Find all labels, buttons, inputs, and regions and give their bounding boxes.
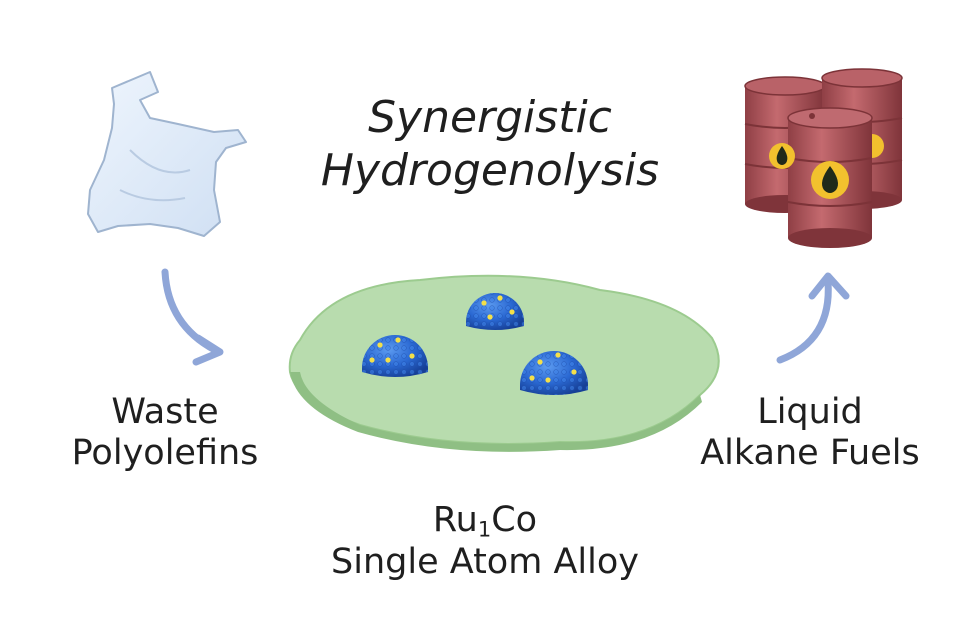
liquid-alkane-fuels-label: Liquid Alkane Fuels xyxy=(660,392,960,475)
alloy-formula-prefix: Ru xyxy=(432,500,478,540)
nanoparticle-icon xyxy=(520,351,588,395)
single-atom-alloy-label: Ru1Co Single Atom Alloy xyxy=(300,500,670,583)
title-line-1: Synergistic xyxy=(368,92,612,143)
waste-polyolefins-label: Waste Polyolefins xyxy=(40,392,290,475)
nanoparticle-icon xyxy=(362,335,428,377)
title-line-2: Hydrogenolysis xyxy=(320,144,660,196)
nanoparticle-icon xyxy=(466,293,524,330)
alloy-formula-suffix: Co xyxy=(491,500,538,540)
fuels-label-line-2: Alkane Fuels xyxy=(700,433,920,474)
arrow-icon xyxy=(161,268,219,354)
plastic-bag-icon xyxy=(87,71,247,237)
alloy-label-line-2: Single Atom Alloy xyxy=(331,542,639,583)
fuels-label-line-1: Liquid xyxy=(757,392,863,432)
arrow-head-icon xyxy=(192,334,224,366)
waste-label-line-2: Polyolefins xyxy=(71,433,259,474)
alloy-formula-subscript: 1 xyxy=(477,517,492,542)
alloy-formula: Ru1Co xyxy=(300,500,670,542)
catalyst-support-icon xyxy=(288,274,720,452)
waste-label-line-1: Waste xyxy=(111,392,219,432)
arrow-head-icon xyxy=(808,272,850,300)
diagram-title: Synergistic Hydrogenolysis xyxy=(300,92,680,198)
arrow-icon xyxy=(776,278,832,364)
oil-barrels-icon xyxy=(744,68,903,248)
